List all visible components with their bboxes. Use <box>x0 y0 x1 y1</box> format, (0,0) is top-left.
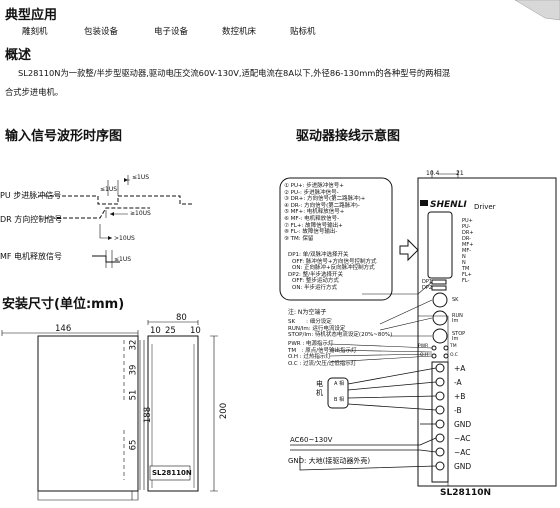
pin-label: DR+ <box>462 230 474 236</box>
legend-line: ⑤ MF+: 电机释放信号+ <box>284 209 345 216</box>
dim-146: 146 <box>55 324 72 334</box>
legend-led: PWR : 电源指示灯 TM : 原点/信号输出指示灯 O.H : 过热指示灯 … <box>288 341 357 367</box>
dip-line: DP1: 单/双脉冲选择开关 <box>288 252 349 258</box>
phase-a-label: A 相 <box>334 381 345 387</box>
dim-80: 80 <box>176 313 187 323</box>
app-item: 贴标机 <box>290 27 316 37</box>
legend-note: 注: N为空端子 <box>288 309 327 316</box>
sk-label: SK <box>452 297 459 303</box>
dip-line: ON: 正向脉冲+反向脉冲控制方式 <box>292 265 375 272</box>
pin-label: PU- <box>462 224 471 230</box>
t-mid2: ≥10US <box>130 210 151 217</box>
overview-line-1: SL28110N为一款整/半步型驱动器,驱动电压交流60V-130V,适配电流在… <box>18 68 451 78</box>
pin-label: MF- <box>462 248 471 254</box>
sk-line: STOP/Im: 待机状态电流设定(20%~80%) <box>288 332 393 339</box>
apps-title: 典型应用 <box>5 8 58 23</box>
dim-model: SL28110N <box>152 469 192 477</box>
oc-label: O.C <box>450 353 458 358</box>
legend-line: ⑧ FL-: 故障信号输出- <box>284 229 338 236</box>
dip-line: DP2: 整/半步选择开关 <box>288 271 344 278</box>
t-top: ≤1US <box>132 174 150 181</box>
legend-line: ⑦ FL+: 故障信号输出+ <box>284 222 343 229</box>
run-label: RUN Im <box>452 313 463 324</box>
pin-label: PU+ <box>462 218 473 224</box>
legend-line: ① PU+: 步进脉冲信号+ <box>284 183 344 189</box>
pin-label: DR- <box>462 236 471 242</box>
legend-line: ④ DR-: 方向信号(第二路脉冲)- <box>284 202 360 209</box>
app-item: 电子设备 <box>154 27 189 37</box>
legend-line: ⑥ MF-: 电机释放信号- <box>284 215 340 222</box>
wave-title: 输入信号波形时序图 <box>5 129 123 144</box>
sk-line: SK : 细分设定 <box>288 319 332 325</box>
pin-label: MF+ <box>462 242 474 248</box>
pin-label: FL+ <box>462 272 472 278</box>
dip-line: OFF: 脉冲信号+方向信号控制方式 <box>292 258 377 265</box>
dims-title: 安装尺寸(单位:mm) <box>2 297 125 312</box>
terminal-label: ~AC <box>454 434 471 443</box>
driver-dim-b: 21 <box>456 170 464 177</box>
dim-10b: 10 <box>190 326 201 336</box>
terminal-label: GND <box>454 420 472 429</box>
oh-label: O.H <box>420 353 429 358</box>
wiring-title: 驱动器接线示意图 <box>296 129 401 144</box>
legend-line: ⑨ TM: 保留 <box>284 235 314 242</box>
pin-label: N <box>462 260 466 266</box>
legend-sk: SK : 细分设定 RUN/Im: 运行电流设定 STOP/Im: 待机状态电流… <box>288 319 392 339</box>
ac-label: AC60~130V <box>290 436 333 444</box>
pwr-label: PWR <box>418 344 429 349</box>
phase-b-label: B 相 <box>334 397 345 403</box>
led-line: O.H : 过热指示灯 <box>288 354 331 361</box>
dp1-label: DP1 <box>422 279 433 285</box>
legend-dip: DP1: 单/双脉冲选择开关 OFF: 脉冲信号+方向信号控制方式 ON: 正向… <box>288 252 392 292</box>
terminal-label: GND <box>454 462 472 471</box>
legend-signals: ① PU+: 步进脉冲信号+ ② PU-: 步进脉冲信号- ③ DR+: 方向信… <box>284 183 392 242</box>
app-item: 包装设备 <box>84 27 119 37</box>
t-mid1: ≤1US <box>100 186 118 193</box>
dim-25: 25 <box>165 326 176 336</box>
led-line: O.C : 过流/欠压/过低指示灯 <box>288 360 357 367</box>
dip-line: ON: 半步运行方式 <box>292 284 338 291</box>
dim-10a: 10 <box>150 326 161 336</box>
legend-line: ② PU-: 步进脉冲信号- <box>284 189 339 196</box>
pin-label: N <box>462 254 466 260</box>
app-item: 数控机床 <box>222 27 257 37</box>
pu-label: PU 步进脉冲信号 <box>0 191 62 200</box>
brand-logo: SHENLI <box>430 200 467 210</box>
pin-list: PU+ PU- DR+ DR- MF+ MF- N N TM FL+ FL- <box>462 218 474 284</box>
terminal-label: +A <box>454 364 466 373</box>
sk-line: RUN/Im: 运行电流设定 <box>288 325 346 332</box>
t-mf: ≤1US <box>114 256 132 263</box>
tm-label: TM <box>450 344 457 349</box>
dp2-label: DP2 <box>422 285 433 291</box>
driver-model: SL28110N <box>440 488 492 498</box>
pin-label: FL- <box>462 278 470 284</box>
overview-line-2: 合式步进电机。 <box>5 87 64 97</box>
gnd-label: GND: 大地(接驱动器外壳) <box>288 457 371 465</box>
mf-label: MF 电机释放信号 <box>0 252 63 261</box>
app-item: 雕刻机 <box>22 27 48 37</box>
overview-title: 概述 <box>5 48 32 63</box>
dr-label: DR 方向控制信号 <box>0 215 63 224</box>
pin-label: TM <box>462 266 470 272</box>
t-low: >10US <box>114 235 135 242</box>
stop-label: STOP Im <box>452 331 466 342</box>
driver-word: Driver <box>474 203 496 211</box>
legend-line: ③ DR+: 方向信号(第二路脉冲)+ <box>284 196 366 203</box>
terminal-label: -B <box>454 406 462 415</box>
terminal-label: ~AC <box>454 448 471 457</box>
driver-dim-a: 10.4 <box>426 170 440 177</box>
terminal-label: -A <box>454 378 462 387</box>
terminal-label: +B <box>454 392 466 401</box>
led-line: PWR : 电源指示灯 <box>288 341 334 347</box>
dip-line: OFF: 整步运动方式 <box>292 278 339 285</box>
led-line: TM : 原点/信号输出指示灯 <box>288 347 357 354</box>
motor-label: 电 机 <box>316 380 323 397</box>
